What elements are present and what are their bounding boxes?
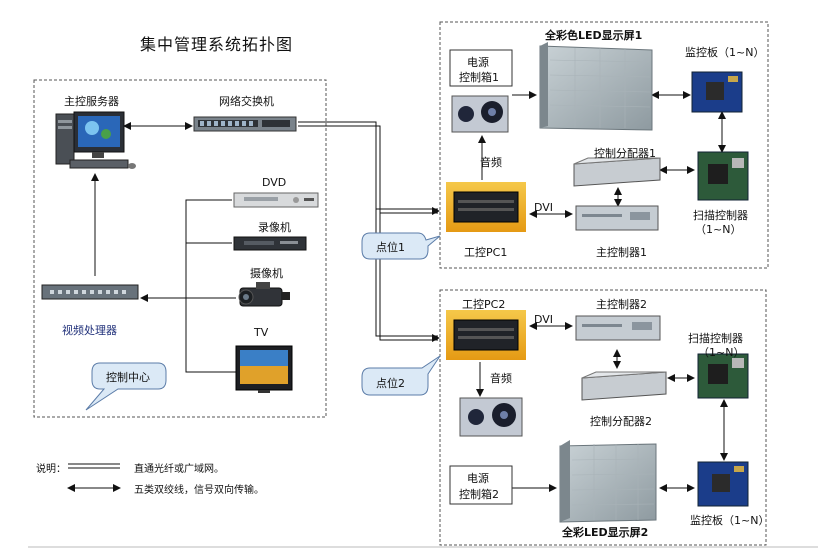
site1-power-box: [449, 49, 513, 87]
site1-audio-label: 音频: [480, 156, 502, 169]
site2-monitor-board: [697, 461, 749, 507]
site2-master-controller: [575, 315, 661, 341]
tv-label: TV: [254, 326, 269, 339]
video-processor: [41, 284, 139, 300]
site1-speaker: [451, 95, 509, 133]
site2-power-box: [449, 465, 513, 505]
site1-pc-label: 工控PC1: [464, 246, 508, 259]
legend-cable-text: 五类双绞线，信号双向传输。: [134, 485, 264, 496]
site1-industrial-pc: [446, 182, 526, 232]
video-recorder: [233, 236, 307, 251]
control-center-label: 控制中心: [106, 371, 150, 384]
site1-screen-label: 全彩色LED显示屏1: [545, 29, 643, 42]
site2-speaker: [459, 397, 523, 437]
site2-dvi-label: DVI: [534, 313, 554, 326]
site1-led-screen: [539, 42, 653, 131]
site2-audio-label: 音频: [490, 372, 512, 385]
site1-scan-label-2: （1~N）: [695, 223, 742, 236]
site2-led-screen: [559, 440, 657, 523]
control-center-callout: [85, 362, 167, 411]
television: [235, 345, 293, 393]
fiber-link-site2: [375, 209, 438, 341]
site1-monitor-board: [691, 71, 743, 113]
site2-distributor-label: 控制分配器2: [590, 415, 652, 428]
site2-pc-label: 工控PC2: [462, 298, 506, 311]
network-switch: [193, 116, 297, 132]
site2-master-label: 主控制器2: [596, 298, 647, 311]
video-processor-label: 视频处理器: [62, 324, 117, 337]
control-center-region: [33, 79, 327, 418]
vcr-label: 录像机: [258, 221, 291, 234]
site1-distributor-label: 控制分配器1: [594, 147, 656, 160]
site1-dvi-label: DVI: [534, 201, 554, 214]
switch-label: 网络交换机: [219, 95, 274, 108]
site2-scan-controller: [697, 353, 749, 399]
source-bus: [148, 199, 236, 373]
point1-callout: [361, 232, 441, 260]
site1-region: [439, 21, 769, 269]
site1-scan-label-1: 扫描控制器: [693, 209, 748, 222]
dvd-player: [233, 192, 319, 208]
site2-power-label-1: 电源: [467, 472, 489, 485]
site1-scan-controller: [697, 151, 749, 201]
site1-distributor: [573, 157, 661, 187]
legend-prefix: 说明：: [36, 464, 66, 475]
site1-power-label-2: 控制箱1: [459, 71, 499, 84]
site2-power-label-2: 控制箱2: [459, 488, 499, 501]
site2-region: [439, 289, 767, 546]
site1-master-label: 主控制器1: [596, 246, 647, 259]
point1-label: 点位1: [376, 241, 405, 254]
site2-screen-label: 全彩LED显示屏2: [562, 526, 649, 539]
fiber-link-site1: [298, 121, 438, 214]
site2-industrial-pc: [446, 310, 526, 360]
dvd-label: DVD: [262, 176, 287, 189]
site2-monitor-board-label: 监控板（1~N）: [690, 514, 770, 527]
site1-monitor-board-label: 监控板（1~N）: [685, 46, 765, 59]
diagram-title: 集中管理系统拓扑图: [140, 35, 294, 54]
video-camera: [238, 282, 290, 307]
legend-fiber-line: [68, 463, 120, 469]
legend-fiber-text: 直通光纤或广域网。: [134, 464, 224, 475]
server-computer: [55, 111, 136, 169]
site1-master-controller: [575, 205, 659, 231]
point2-callout: [361, 355, 441, 396]
server-label: 主控服务器: [64, 95, 119, 108]
site2-scan-label-2: （1~N）: [698, 346, 745, 359]
site1-power-label-1: 电源: [467, 56, 489, 69]
site2-scan-label-1: 扫描控制器: [688, 332, 743, 345]
point2-label: 点位2: [376, 377, 405, 390]
camera-label: 摄像机: [250, 267, 283, 280]
site2-distributor: [581, 371, 667, 401]
